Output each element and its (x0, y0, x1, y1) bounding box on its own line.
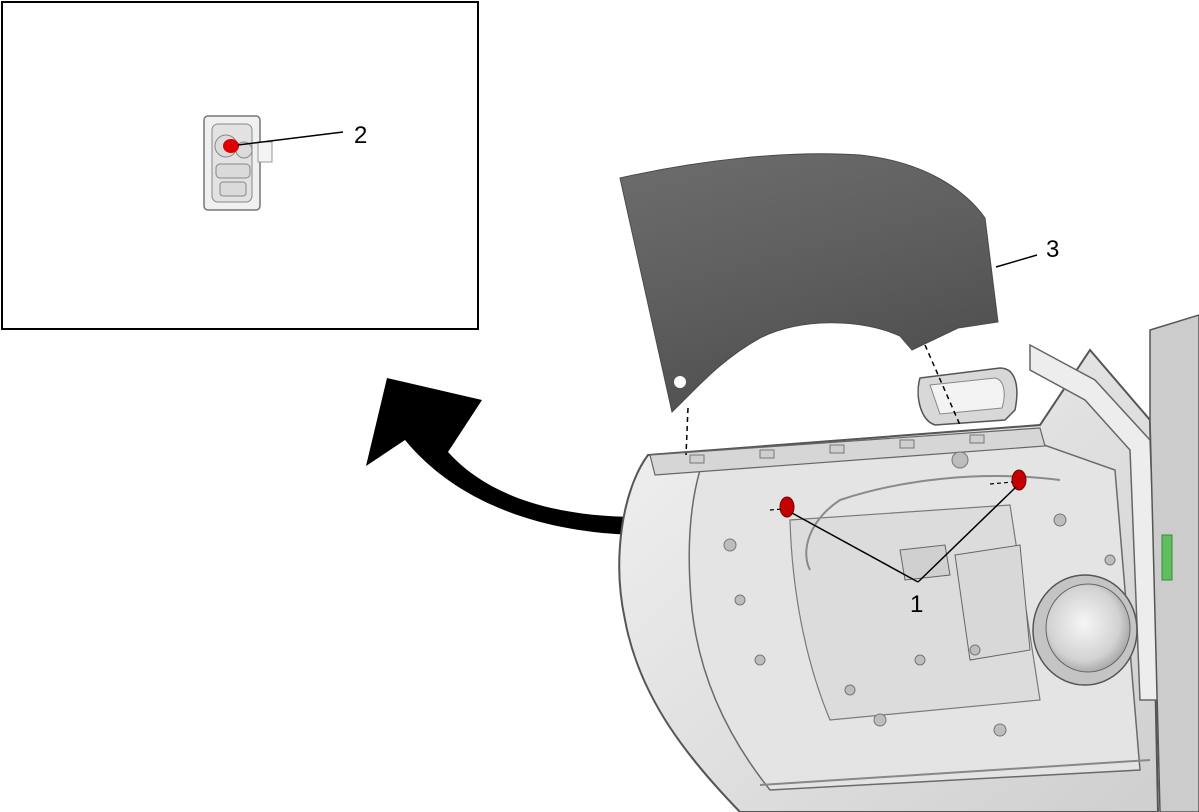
belt-rail (649, 427, 1046, 476)
speaker (1032, 574, 1138, 686)
callout-2: 2 (354, 122, 367, 149)
fastener-front (1011, 469, 1027, 491)
door-assembly (618, 314, 1199, 812)
callout-3: 3 (1046, 236, 1059, 263)
leader-line-3 (995, 254, 1038, 268)
leader-line-2 (237, 131, 344, 146)
fastener-dashes (769, 481, 1014, 511)
window-frame (1029, 343, 1161, 701)
direction-arrow-icon (366, 378, 715, 536)
wire-harness (805, 475, 1061, 571)
door-bottom-edge (759, 759, 1151, 786)
regulator-mount (899, 544, 1031, 661)
fastener-highlight (223, 139, 239, 153)
glass-mount-hole (674, 376, 686, 388)
panel-holes (723, 451, 1116, 737)
wire-connector (1161, 534, 1173, 581)
window-glass (619, 153, 999, 413)
rail-clips (689, 434, 985, 464)
hinge-pillar (1149, 314, 1199, 812)
callout-1: 1 (910, 591, 923, 618)
detail-inset: 2 (1, 1, 479, 330)
fastener-rear (779, 496, 795, 518)
leader-lines-1 (791, 486, 1017, 583)
alignment-lines (685, 344, 961, 456)
